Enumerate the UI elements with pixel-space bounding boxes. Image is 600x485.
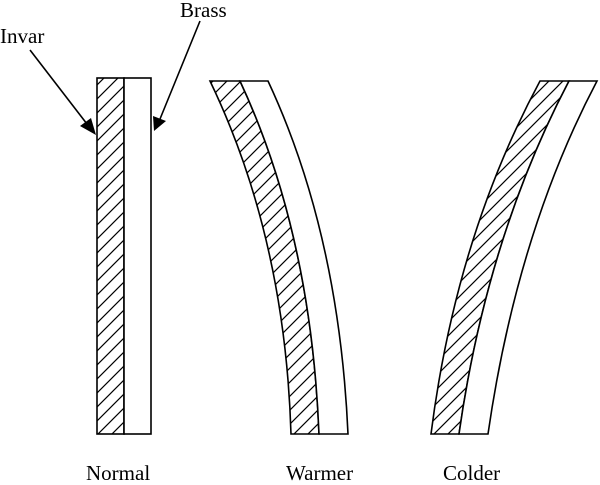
- warmer-brass-layer: [238, 80, 349, 435]
- brass-label: Brass: [180, 0, 227, 22]
- normal-label: Normal: [86, 461, 151, 485]
- normal-invar-layer: [96, 77, 125, 435]
- brass-pointer-arrow: [153, 20, 201, 131]
- warmer-label: Warmer: [286, 461, 354, 485]
- colder-brass-layer: [458, 80, 599, 435]
- colder-strip: [430, 80, 599, 435]
- warmer-strip: [208, 80, 349, 435]
- normal-brass-layer: [123, 77, 152, 435]
- normal-strip: [96, 77, 152, 435]
- invar-label: Invar: [0, 24, 45, 48]
- colder-label: Colder: [443, 461, 501, 485]
- invar-pointer-arrow: [29, 49, 96, 135]
